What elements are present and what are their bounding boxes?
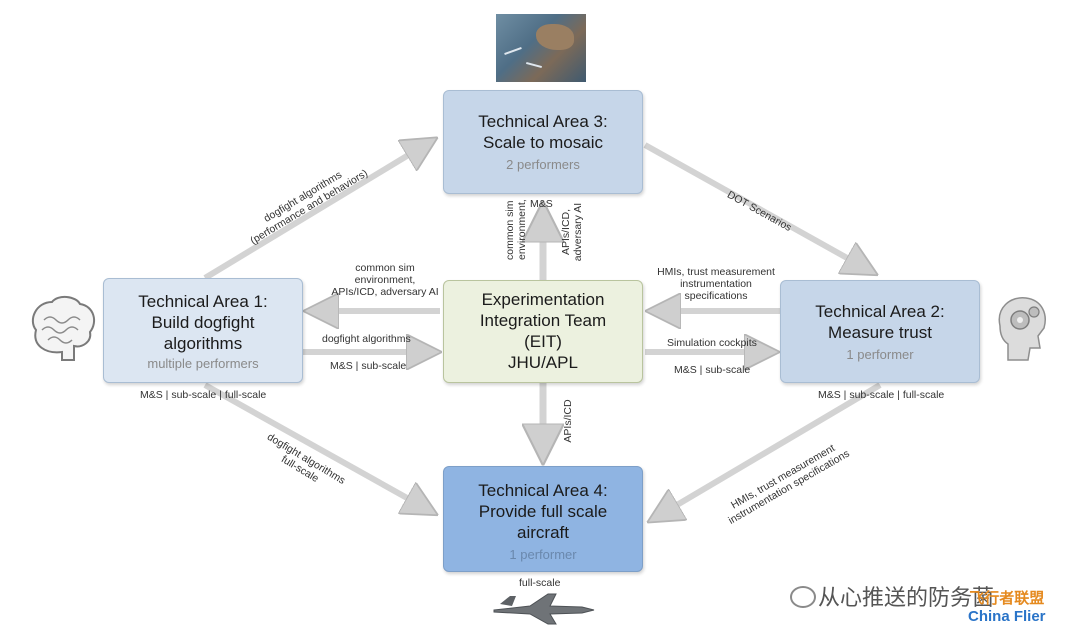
satellite-map-image <box>496 14 586 82</box>
arrow-ta1-to-ta3 <box>203 145 425 281</box>
label-ta2-to-eit: HMIs, trust measurement instrumentation … <box>644 266 788 302</box>
arrow-ta3-to-ta2 <box>643 142 865 268</box>
label-eit-to-ta1-line2: environment, <box>354 274 416 286</box>
ta1-box: Technical Area 1: Build dogfight algorit… <box>103 278 303 383</box>
ta3-title-line2: Scale to mosaic <box>483 133 603 152</box>
ta3-title-line1: Technical Area 3: <box>478 112 608 131</box>
ta1-title-line3: algorithms <box>163 334 243 353</box>
label-eit-to-ta1-line1: common sim <box>355 262 415 274</box>
label-eit-to-ta1: common sim environment, APIs/ICD, advers… <box>325 262 445 298</box>
watermark-brand-en: China Flier <box>968 608 1046 625</box>
label-ta2-to-eit-line1: HMIs, trust measurement <box>657 266 775 278</box>
ta2-title-line2: Measure trust <box>828 323 932 342</box>
ta4-box: Technical Area 4: Provide full scale air… <box>443 466 643 572</box>
label-eit-up-common-line1: common sim <box>504 200 516 260</box>
arrow-ta1-to-ta4 <box>203 382 425 508</box>
label-eit-to-ta2-top: Simulation cockpits <box>667 337 757 349</box>
ta3-box: Technical Area 3: Scale to mosaic 2 perf… <box>443 90 643 194</box>
ta1-performers: multiple performers <box>147 356 259 371</box>
ta2-box: Technical Area 2: Measure trust 1 perfor… <box>780 280 980 383</box>
fighter-jet-image <box>493 593 595 625</box>
label-ta2-to-eit-line3: specifications <box>684 290 748 302</box>
label-eit-to-ta2-bottom: M&S | sub-scale <box>674 364 751 376</box>
label-ta4-bottom: full-scale <box>519 577 561 589</box>
wechat-icon <box>790 586 816 608</box>
ta1-title-line2: Build dogfight <box>151 313 255 332</box>
ta4-performers: 1 performer <box>509 547 577 562</box>
eit-line1: Experimentation <box>481 290 605 309</box>
label-eit-up-common-line2: environment, <box>516 199 528 260</box>
label-eit-to-ta4: APIs/ICD <box>562 399 574 443</box>
arrow-ta2-to-ta4 <box>660 382 882 515</box>
watermark-brand-cn: 飞行者联盟 <box>969 590 1045 607</box>
head-gears-icon <box>998 297 1046 361</box>
label-ta2-bottom: M&S | sub-scale | full-scale <box>818 389 945 401</box>
eit-line2: Integration Team <box>479 311 607 330</box>
label-eit-up-ms: M&S <box>530 198 553 210</box>
ta1-title-line1: Technical Area 1: <box>138 292 268 311</box>
ta4-title-line3: aircraft <box>517 523 569 542</box>
label-ta2-to-eit-line2: instrumentation <box>680 278 752 290</box>
label-eit-to-ta1-line3: APIs/ICD, adversary AI <box>331 286 439 298</box>
ta4-title-line2: Provide full scale <box>478 502 608 521</box>
ta4-title-line1: Technical Area 4: <box>478 481 608 500</box>
ta2-title-line1: Technical Area 2: <box>815 302 945 321</box>
ta2-performers: 1 performer <box>846 347 914 362</box>
brain-icon <box>31 296 96 361</box>
watermark-text: 从心推送的防务菌 <box>818 585 995 610</box>
label-ta1-to-eit-top: dogfight algorithms <box>322 333 411 345</box>
eit-line4: JHU/APL <box>508 353 578 372</box>
eit-line3: (EIT) <box>524 332 562 351</box>
ta3-performers: 2 performers <box>506 157 580 172</box>
label-ta1-to-eit-bottom: M&S | sub-scale <box>330 360 407 372</box>
label-ta1-bottom: M&S | sub-scale | full-scale <box>140 389 267 401</box>
label-eit-up-apis: APIs/ICD, adversary AI <box>560 200 584 264</box>
label-eit-up-apis-line1: APIs/ICD, <box>560 208 572 256</box>
label-eit-up-common: common sim environment, <box>504 199 528 260</box>
label-eit-up-apis-line2: adversary AI <box>572 202 584 262</box>
watermark-brand: 飞行者联盟 China Flier <box>968 590 1046 626</box>
eit-box: Experimentation Integration Team (EIT) J… <box>443 280 643 383</box>
